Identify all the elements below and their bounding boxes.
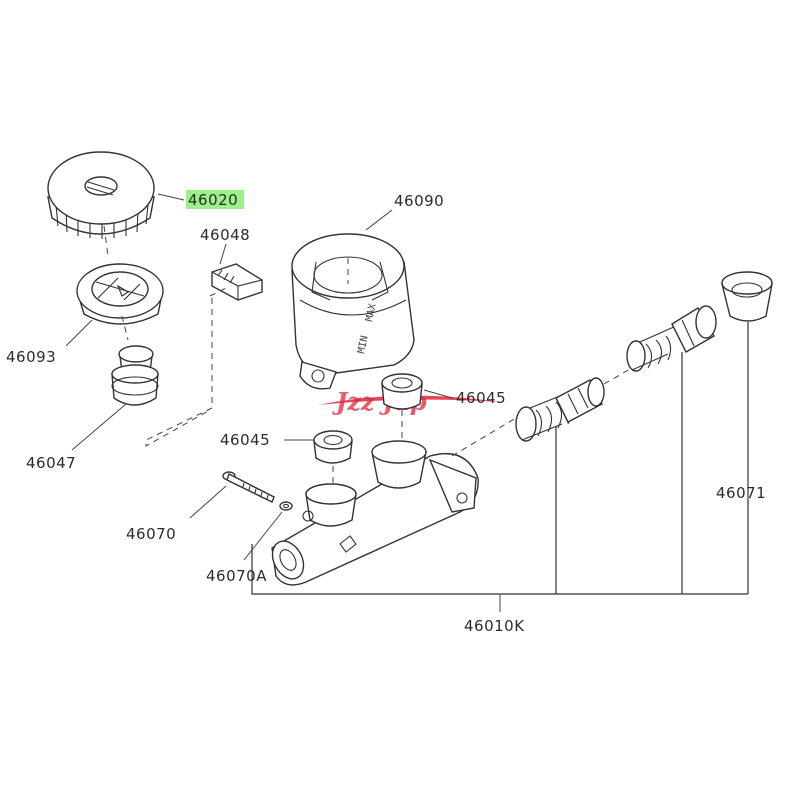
grommet-46045-upper: [381, 373, 423, 410]
reservoir-cap-46020: [47, 151, 155, 239]
min-mark: MIN: [356, 335, 371, 355]
primary-piston: [671, 305, 717, 353]
primary-piston-spring: [626, 325, 677, 372]
label-46010k: 46010K: [464, 617, 525, 635]
grommet-46045-lower: [313, 430, 353, 464]
label-46020: 46020: [188, 191, 238, 209]
pin-46048: [211, 263, 263, 301]
label-46045-upper: 46045: [456, 389, 506, 407]
secondary-piston: [555, 377, 605, 423]
master-cylinder-body: [271, 440, 479, 586]
reservoir-tank-46090: MAX MIN: [291, 233, 415, 390]
bolt-46070: [222, 471, 275, 503]
label-46071: 46071: [716, 484, 766, 502]
boot-46071: [721, 271, 773, 322]
highlight-46020: [186, 190, 244, 209]
label-46070: 46070: [126, 525, 176, 543]
label-46048: 46048: [200, 226, 250, 244]
bracket-46010k: [251, 544, 748, 595]
label-46070a: 46070A: [206, 567, 267, 585]
dash-pin-group: [145, 298, 213, 447]
max-mark: MAX: [364, 303, 379, 323]
washer-46070a: [279, 501, 293, 511]
bushing-46047: [111, 345, 159, 406]
label-46045-lower: 46045: [220, 431, 270, 449]
strainer-46093: [76, 263, 164, 325]
label-46093: 46093: [6, 348, 56, 366]
label-46090: 46090: [394, 192, 444, 210]
label-46047: 46047: [26, 454, 76, 472]
